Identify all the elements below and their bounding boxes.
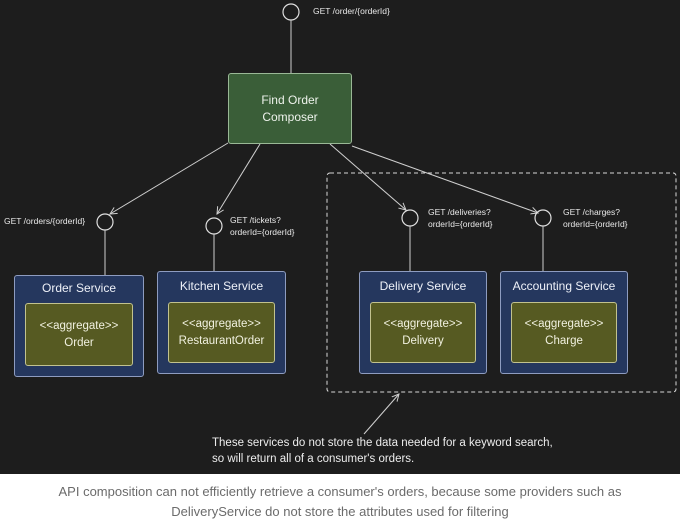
- connector-lines: [96, 3, 677, 435]
- order-endpoint-label: GET /orders/{orderId}: [4, 216, 86, 226]
- order-service-port: [96, 213, 114, 231]
- kitchen-service-node: Kitchen Service <<aggregate>> Restaurant…: [157, 271, 286, 374]
- aggregate-name: RestaurantOrder: [178, 334, 265, 347]
- delivery-aggregate-node: <<aggregate>> Delivery: [370, 302, 476, 363]
- call-arrow-accounting: [351, 145, 538, 213]
- service-title: Accounting Service: [512, 279, 616, 293]
- call-arrow-order: [110, 142, 229, 214]
- order-service-node: Order Service <<aggregate>> Order: [14, 275, 144, 377]
- order-aggregate-node: <<aggregate>> Order: [25, 303, 133, 366]
- aggregate-name: Charge: [545, 334, 583, 347]
- composer-endpoint-label: GET /order/{orderId}: [313, 6, 390, 16]
- service-title: Order Service: [41, 281, 117, 295]
- delivery-service-port: [401, 209, 419, 227]
- aggregate-stereotype: <<aggregate>>: [383, 317, 463, 330]
- accounting-service-node: Accounting Service <<aggregate>> Charge: [500, 271, 628, 374]
- diagram-canvas: GET /order/{orderId} GET /orders/{orderI…: [0, 0, 680, 474]
- figure-caption: API composition can not efficiently retr…: [58, 484, 622, 519]
- service-title: Delivery Service: [379, 279, 467, 293]
- composer-api-port: [282, 3, 300, 21]
- kitchen-endpoint-label: GET /tickets? orderId={orderId}: [230, 215, 295, 237]
- call-arrow-kitchen: [217, 143, 261, 214]
- aggregate-stereotype: <<aggregate>>: [182, 317, 261, 330]
- charge-aggregate-node: <<aggregate>> Charge: [511, 302, 617, 363]
- accounting-endpoint-label: GET /charges? orderId={orderId}: [563, 207, 628, 229]
- aggregate-stereotype: <<aggregate>>: [39, 319, 119, 332]
- aggregate-stereotype: <<aggregate>>: [524, 317, 604, 330]
- no-keyword-search-group: [326, 172, 677, 393]
- aggregate-name: Delivery: [402, 334, 444, 347]
- delivery-service-node: Delivery Service <<aggregate>> Delivery: [359, 271, 487, 374]
- note-pointer-arrow: [363, 394, 399, 435]
- delivery-endpoint-label: GET /deliveries? orderId={orderId}: [428, 207, 493, 229]
- aggregate-name: Order: [64, 336, 94, 349]
- accounting-service-port: [534, 209, 552, 227]
- annotation-note: These services do not store the data nee…: [212, 437, 553, 465]
- service-title: Kitchen Service: [179, 279, 264, 293]
- kitchen-service-port: [205, 217, 223, 235]
- find-order-composer-node: Find Order Composer: [228, 73, 352, 144]
- restaurant-order-aggregate-node: <<aggregate>> RestaurantOrder: [168, 302, 275, 363]
- call-arrow-delivery: [329, 143, 406, 210]
